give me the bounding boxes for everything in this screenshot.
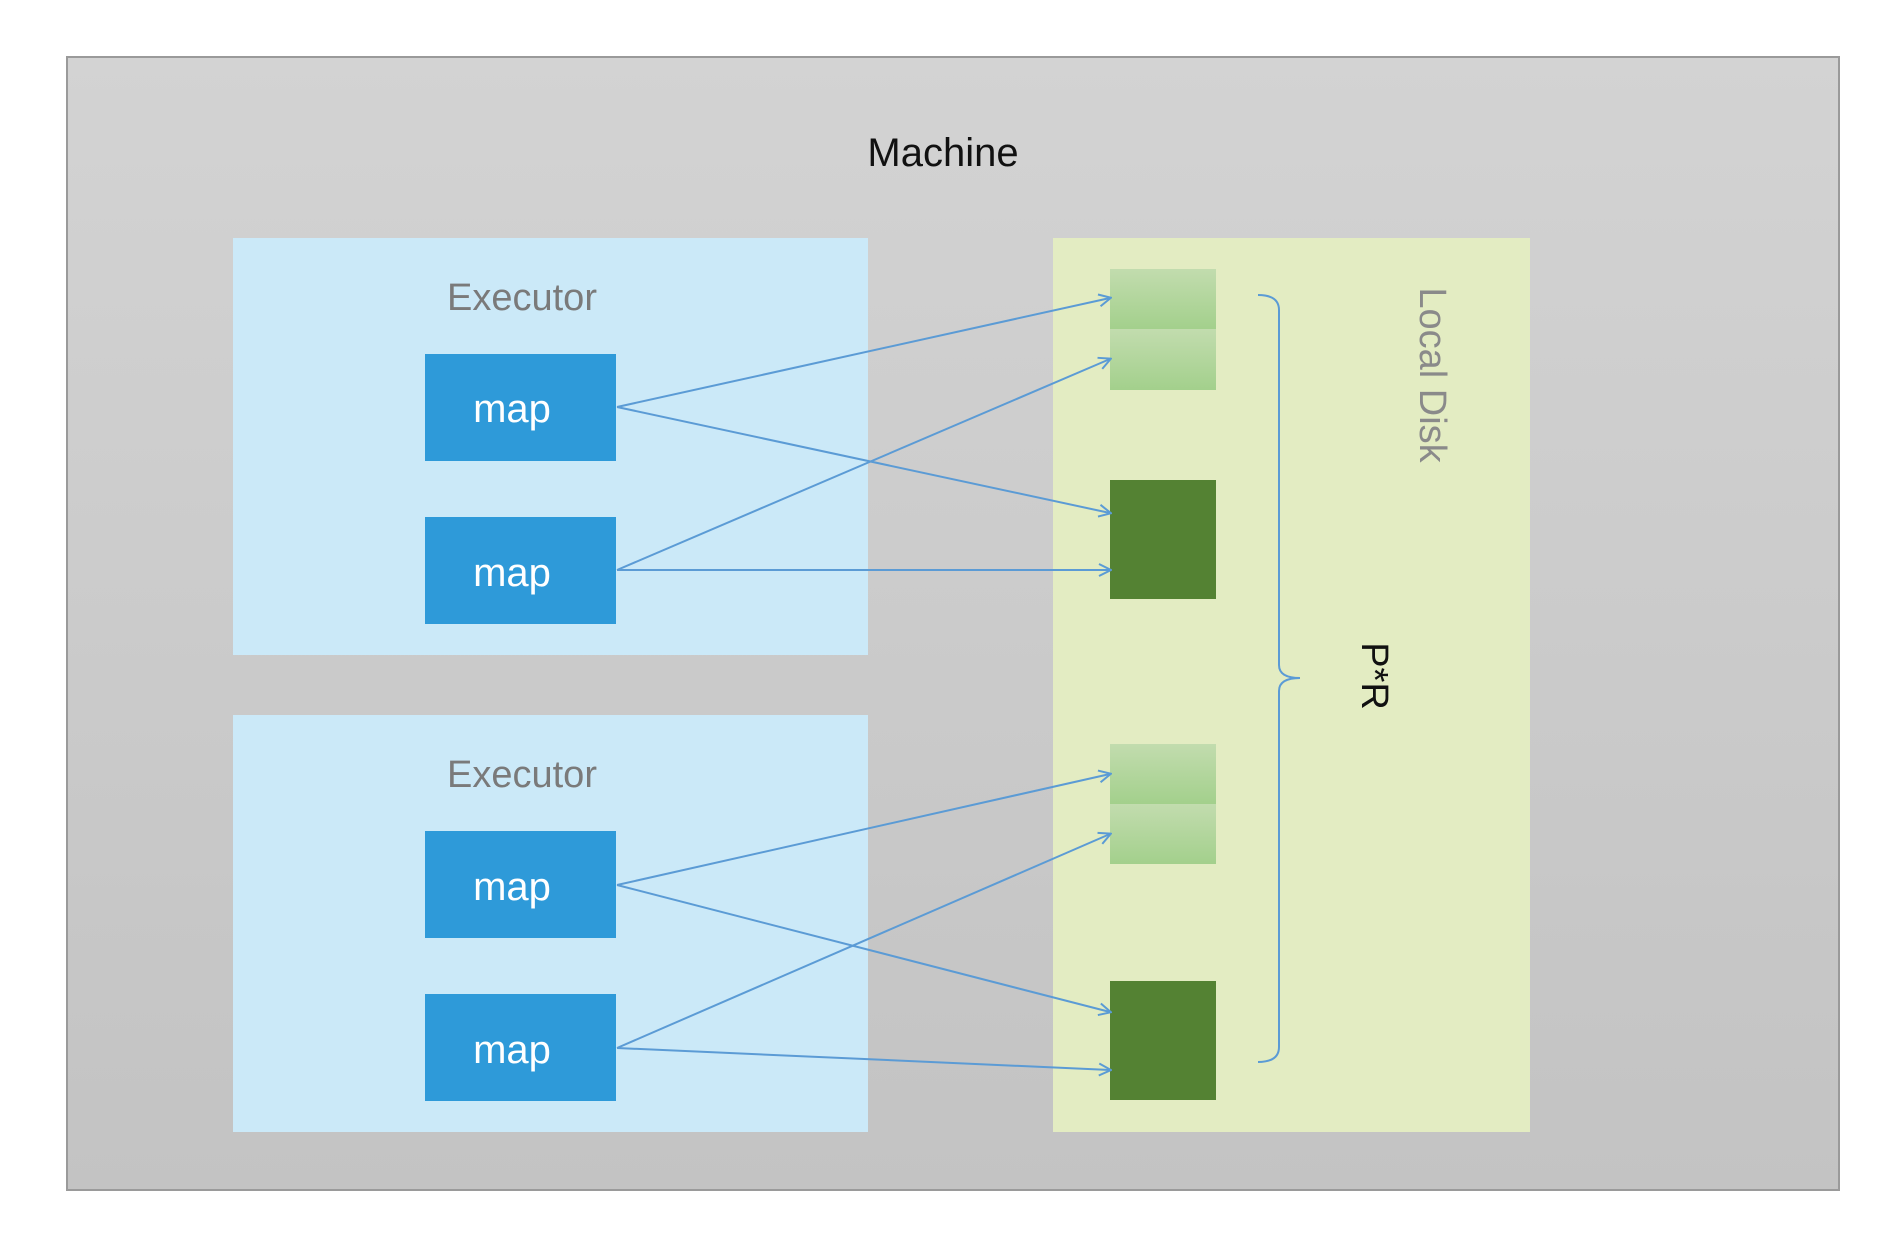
map-task-box [425,831,616,938]
arrow [616,834,1110,1049]
executor-1: Executor map map [233,238,868,655]
shuffle-file-light [1110,744,1216,804]
arrow [616,406,1110,513]
arrow [616,298,1110,408]
arrow [616,359,1110,571]
shuffle-arrows [616,298,1110,1070]
map-task-box [425,517,616,624]
brace-label: P*R [1353,642,1395,710]
map-task-label: map [473,1028,551,1072]
map-task-box [425,994,616,1101]
map-task-label: map [473,865,551,909]
map-task-label: map [473,551,551,595]
executor-label: Executor [447,277,597,319]
arrow [616,1047,1110,1070]
executor-label: Executor [447,754,597,796]
local-disk-label: Local Disk [1411,287,1453,463]
map-task-label: map [473,387,551,431]
shuffle-file-light [1110,269,1216,329]
shuffle-file-dark [1110,480,1216,599]
local-disk: Local Disk P*R [1053,238,1530,1132]
shuffle-file-dark [1110,981,1216,1100]
executor-2: Executor map map [233,715,868,1132]
arrow [616,774,1110,886]
arrow [616,884,1110,1012]
machine-label: Machine [867,131,1018,175]
shuffle-file-light [1110,804,1216,864]
map-task-box [425,354,616,461]
shuffle-file-light [1110,329,1216,390]
brace [1257,294,1301,1063]
